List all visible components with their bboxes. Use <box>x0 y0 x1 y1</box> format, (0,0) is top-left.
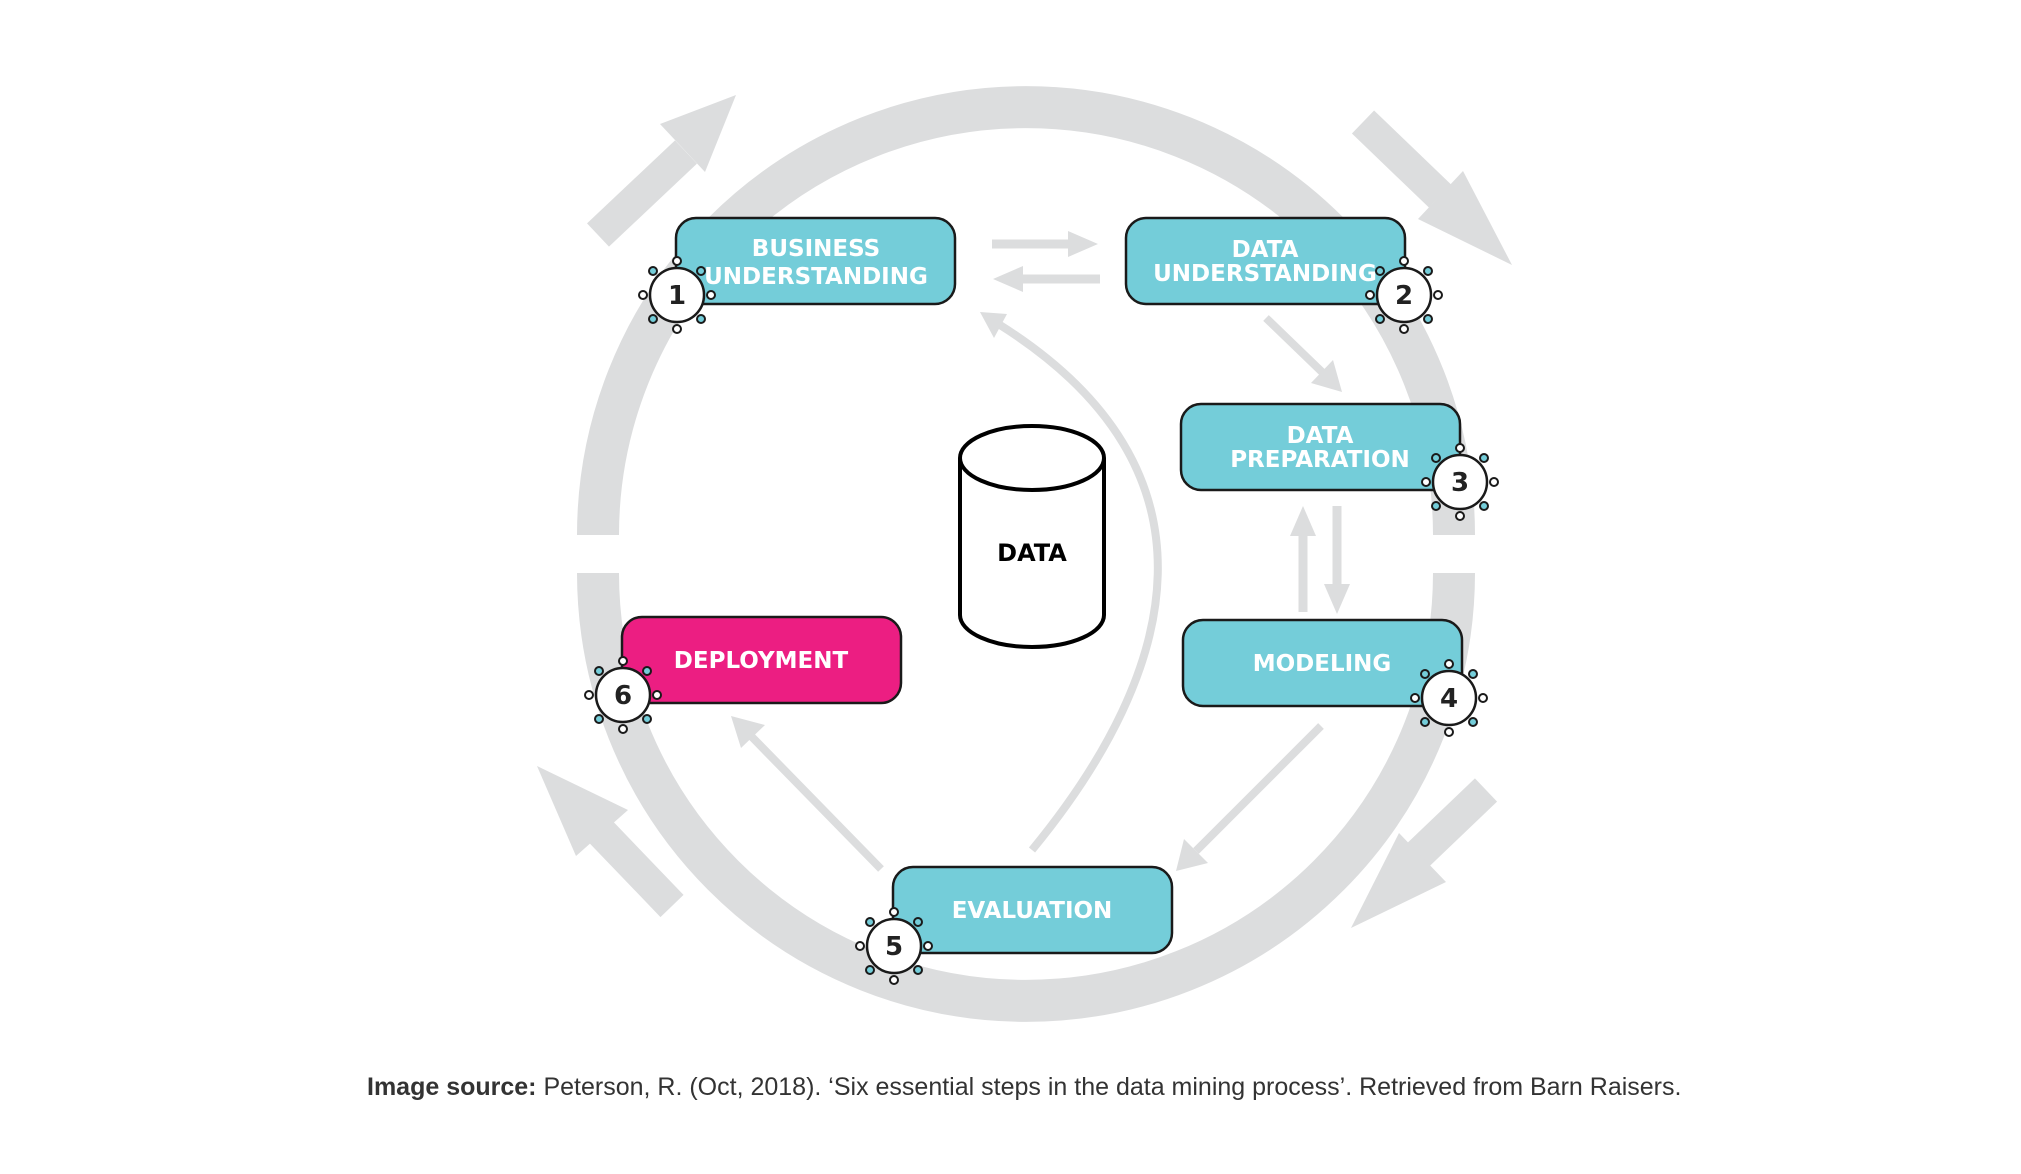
step-label: EVALUATION <box>952 898 1113 924</box>
step-evaluation[interactable]: EVALUATION 5 <box>855 865 1174 985</box>
step-label-line1: DATA <box>1287 423 1354 449</box>
step-label-line2: UNDERSTANDING <box>704 264 928 290</box>
image-source-caption: Image source: Peterson, R. (Oct, 2018). … <box>367 1073 1767 1102</box>
arrow-3-to-4 <box>1324 506 1350 614</box>
arrow-4-to-3 <box>1290 506 1316 612</box>
step-label-line1: DATA <box>1232 237 1299 263</box>
cycle-ring-lower <box>577 572 1475 1022</box>
arrow-4-to-5 <box>1176 723 1324 871</box>
step-number: 6 <box>614 681 632 711</box>
outer-arrow-top-left <box>587 95 736 247</box>
step-label-line2: UNDERSTANDING <box>1153 261 1377 287</box>
step-data-understanding[interactable]: DATA UNDERSTANDING 2 <box>1124 216 1443 334</box>
step-deployment[interactable]: DEPLOYMENT 6 <box>584 615 903 734</box>
arrow-5-to-1-curve <box>980 312 1162 853</box>
arrow-1-to-2 <box>992 231 1098 257</box>
step-number-badge: 4 <box>1410 659 1488 737</box>
step-label: DEPLOYMENT <box>674 648 849 674</box>
step-label-line1: BUSINESS <box>752 236 880 262</box>
step-number-badge: 6 <box>584 656 662 734</box>
outer-arrow-bottom-right <box>1351 778 1498 928</box>
step-number: 2 <box>1395 281 1413 311</box>
arrow-2-to-3 <box>1263 315 1342 392</box>
outer-arrow-top-right <box>1351 110 1512 265</box>
data-cylinder: DATA <box>958 424 1106 649</box>
data-label: DATA <box>997 539 1067 567</box>
step-number-badge: 5 <box>855 907 933 985</box>
step-number: 1 <box>668 281 686 311</box>
step-data-preparation[interactable]: DATA PREPARATION 3 <box>1179 402 1499 521</box>
step-box[interactable] <box>1181 618 1464 708</box>
arrow-5-to-6 <box>731 716 884 872</box>
step-label-line2: PREPARATION <box>1230 447 1410 473</box>
step-modeling[interactable]: MODELING 4 <box>1181 618 1488 737</box>
caption-text: Peterson, R. (Oct, 2018). ‘Six essential… <box>536 1073 1682 1101</box>
outer-arrow-bottom-left <box>537 766 684 918</box>
step-number: 3 <box>1451 468 1469 498</box>
step-label: MODELING <box>1253 651 1392 677</box>
step-number-badge: 2 <box>1365 256 1443 334</box>
step-number: 4 <box>1440 684 1458 714</box>
arrow-2-to-1 <box>993 266 1100 292</box>
caption-label: Image source: <box>367 1073 537 1101</box>
step-business-understanding[interactable]: BUSINESS UNDERSTANDING 1 <box>638 216 957 334</box>
step-number-badge: 1 <box>638 256 716 334</box>
step-number-badge: 3 <box>1421 443 1499 521</box>
step-number: 5 <box>885 932 903 962</box>
